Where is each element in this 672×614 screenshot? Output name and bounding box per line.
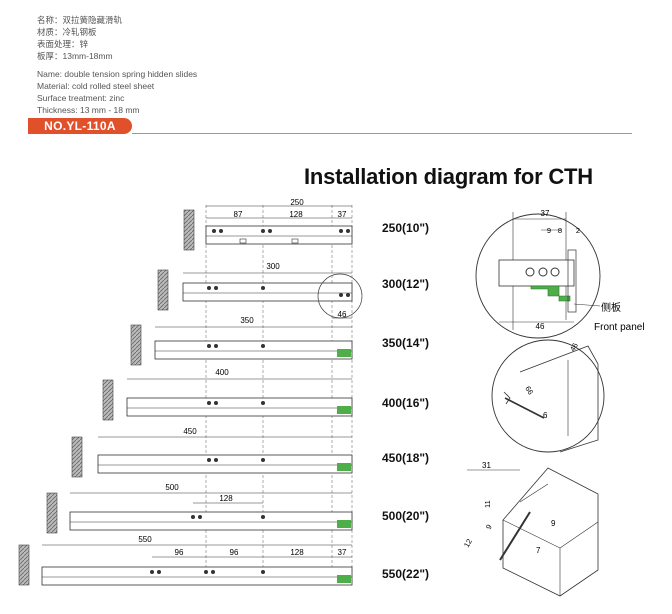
spec-thickness-cn: 板厚：13mm-18mm: [37, 51, 113, 61]
dim-drill-46: 46: [568, 341, 580, 353]
size-label-250: 250(10"): [382, 221, 430, 235]
dim-row7-c: 128: [290, 548, 304, 557]
dim-row2-end: 46: [338, 310, 347, 319]
dim-corner-9a: 9: [484, 523, 494, 531]
dim-row1-b: 128: [289, 210, 303, 219]
size-label-300: 300(12"): [382, 277, 430, 291]
spec-name-cn: 名称：双拉簧隐藏滑轨: [37, 15, 123, 25]
dim-detail-9: 9: [547, 226, 551, 235]
size-label-350: 350(14"): [382, 336, 430, 350]
divider-line: [132, 133, 632, 134]
dim-drill-66: 66: [523, 385, 535, 397]
slide-row-350: [130, 324, 353, 366]
detail-corner-view: [467, 467, 599, 597]
dim-corner-31: 31: [482, 461, 491, 470]
spec-material-en: Material: cold rolled steel sheet: [37, 81, 155, 91]
slide-row-300: [157, 269, 363, 319]
spec-surface-cn: 表面处理：锌: [37, 39, 89, 49]
dim-row3-total: 350: [240, 316, 254, 325]
dim-row7-total: 550: [138, 535, 152, 544]
dim-row7-b: 96: [230, 548, 239, 557]
dim-detail-8: 8: [558, 226, 562, 235]
size-label-450: 450(18"): [382, 451, 430, 465]
dim-drill-6: 6: [543, 411, 548, 420]
dim-row1-c: 37: [338, 210, 347, 219]
dim-detail-37: 37: [541, 209, 550, 218]
dim-row7-d: 37: [338, 548, 347, 557]
dim-row2-total: 300: [266, 262, 280, 271]
size-label-500: 500(20"): [382, 509, 430, 523]
size-label-550: 550(22"): [382, 567, 430, 581]
spec-surface-en: Surface treatment: zinc: [37, 93, 125, 103]
slide-row-450: [71, 436, 353, 478]
model-badge: NO.YL-110A: [28, 118, 132, 134]
dim-row5-total: 450: [183, 427, 197, 436]
size-label-400: 400(16"): [382, 396, 430, 410]
spec-name-en: Name: double tension spring hidden slide…: [37, 69, 198, 79]
spec-block: 名称：双拉簧隐藏滑轨 材质：冷轧钢板 表面处理：锌 板厚：13mm-18mm N…: [37, 14, 197, 116]
page-title: Installation diagram for CTH: [304, 164, 593, 189]
dim-detail-46: 46: [536, 322, 545, 331]
detail-drill-view: [491, 339, 605, 453]
dim-row1-a: 87: [234, 210, 243, 219]
slide-row-400: [102, 378, 353, 421]
dim-row7-a: 96: [175, 548, 184, 557]
slide-row-550: [18, 544, 353, 586]
detail-front-view: [475, 212, 601, 339]
dim-row6-total: 500: [165, 483, 179, 492]
label-front-panel: Front panel: [594, 322, 645, 333]
dim-corner-7: 7: [536, 546, 541, 555]
dim-corner-11: 11: [483, 500, 492, 508]
spec-material-cn: 材质：冷轧钢板: [37, 27, 97, 37]
dim-row1-total: 250: [290, 198, 304, 207]
slide-row-500: [46, 492, 353, 534]
dim-row6-mid: 128: [219, 494, 233, 503]
spec-thickness-en: Thickness: 13 mm - 18 mm: [37, 105, 140, 115]
dim-corner-12: 12: [462, 537, 474, 549]
dim-row4-total: 400: [215, 368, 229, 377]
slide-row-250: [183, 205, 353, 251]
dim-corner-9b: 9: [551, 519, 556, 528]
dim-detail-2: 2: [576, 226, 580, 235]
label-side-panel-cn: 侧板: [601, 301, 621, 314]
